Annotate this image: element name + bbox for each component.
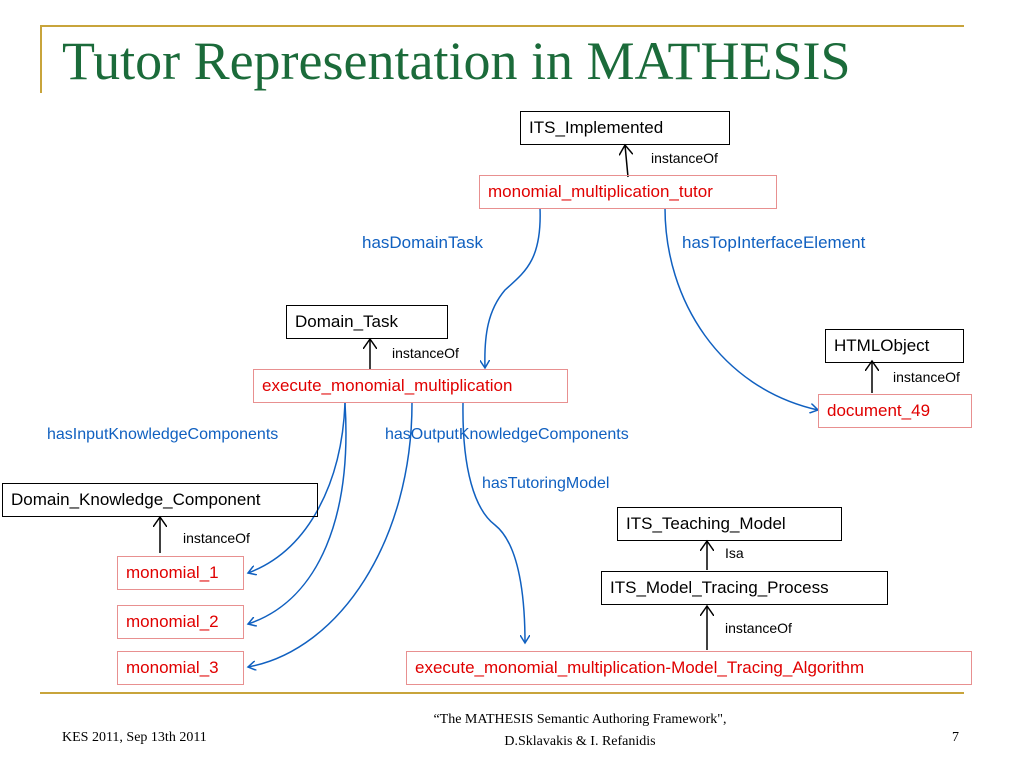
label-isa: Isa [725,545,744,561]
label-instanceof-document: instanceOf [893,369,960,385]
edge-has-top-interface-element [664,207,818,410]
footer-citation-title: “The MATHESIS Semantic Authoring Framewo… [433,712,727,727]
label-has-input-knowledge-components: hasInputKnowledgeComponents [47,426,279,443]
left-rule [40,25,42,93]
footer-citation-authors: D.Sklavakis & I. Refanidis [504,734,656,749]
label-instanceof-execute: instanceOf [392,345,459,361]
edge-tutor-instanceof [625,145,628,178]
label-instanceof-tutor: instanceOf [651,150,718,166]
node-its-model-tracing-process: ITS_Model_Tracing_Process [601,571,888,605]
label-instanceof-monomial: instanceOf [183,530,250,546]
node-domain-task: Domain_Task [286,305,448,339]
node-document-49: document_49 [818,394,972,428]
footer-citation: “The MATHESIS Semantic Authoring Framewo… [380,709,780,753]
label-instanceof-algorithm: instanceOf [725,620,792,636]
label-has-domain-task: hasDomainTask [362,233,483,252]
edge-output-monomial3 [248,402,413,667]
slide-title: Tutor Representation in MATHESIS [62,31,851,91]
edge-input-monomial2 [248,402,347,624]
bottom-rule [40,692,964,694]
footer-event-date: KES 2011, Sep 13th 2011 [62,730,207,745]
page-number: 7 [952,730,959,745]
node-htmlobject: HTMLObject [825,329,964,363]
label-has-tutoring-model: hasTutoringModel [482,475,610,492]
node-monomial-2: monomial_2 [117,605,244,639]
node-monomial-3: monomial_3 [117,651,244,685]
edge-input-monomial1 [248,402,346,573]
node-execute-monomial-multiplication: execute_monomial_multiplication [253,369,568,403]
top-rule [40,25,964,27]
node-monomial-1: monomial_1 [117,556,244,590]
node-model-tracing-algorithm: execute_monomial_multiplication-Model_Tr… [406,651,972,685]
node-monomial-multiplication-tutor: monomial_multiplication_tutor [479,175,777,209]
edge-has-domain-task [485,207,541,368]
label-has-top-interface-element: hasTopInterfaceElement [682,233,866,252]
node-its-teaching-model: ITS_Teaching_Model [617,507,842,541]
label-has-output-knowledge-components: hasOutputKnowledgeComponents [385,426,629,443]
node-domain-knowledge-component: Domain_Knowledge_Component [2,483,318,517]
node-its-implemented: ITS_Implemented [520,111,730,145]
edge-has-tutoring-model [462,402,525,643]
